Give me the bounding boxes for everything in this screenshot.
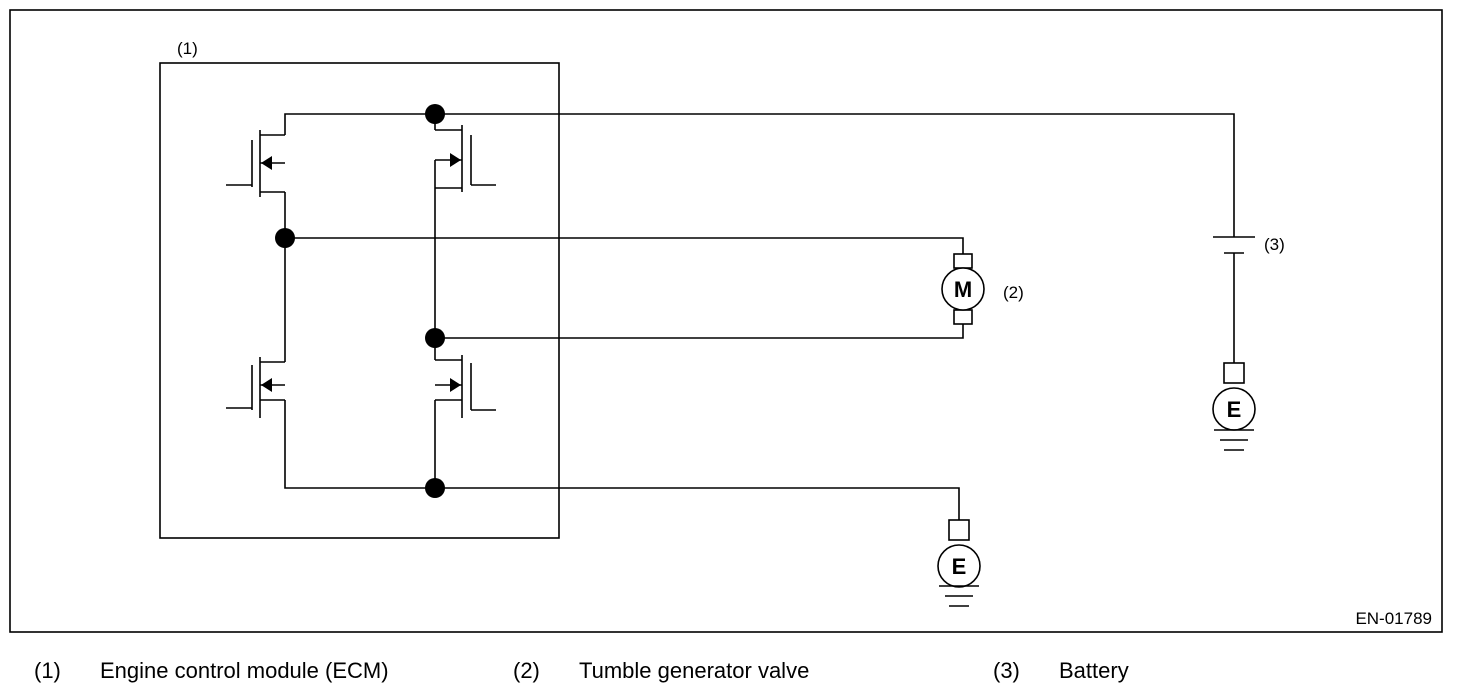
transistor-bottom-right [435,355,496,418]
figure-id: EN-01789 [1355,609,1432,628]
ground-symbol-ecm [937,519,981,607]
transistor-top-right [435,125,496,192]
legend-num-3: (3) [993,658,1020,683]
wires [284,113,1235,520]
label-ecm: (1) [177,39,198,58]
legend-text-2: Tumble generator valve [579,658,810,683]
label-motor: (2) [1003,283,1024,302]
earth-letter-battery: E [1227,397,1242,422]
transistor-top-left [226,130,285,197]
ground-symbol-battery [1212,362,1256,451]
junction-dots [275,104,445,498]
legend-text-3: Battery [1059,658,1129,683]
motor-symbol [941,253,985,325]
battery-symbol [1213,236,1255,254]
legend-num-2: (2) [513,658,540,683]
label-battery: (3) [1264,235,1285,254]
motor-letter: M [954,277,972,302]
earth-letter-ecm: E [952,554,967,579]
legend-text-1: Engine control module (ECM) [100,658,389,683]
legend-num-1: (1) [34,658,61,683]
diode-arrows [261,153,461,392]
transistor-bottom-left [226,357,285,418]
diagram-frame [9,9,1443,633]
ecm-box [159,62,560,539]
